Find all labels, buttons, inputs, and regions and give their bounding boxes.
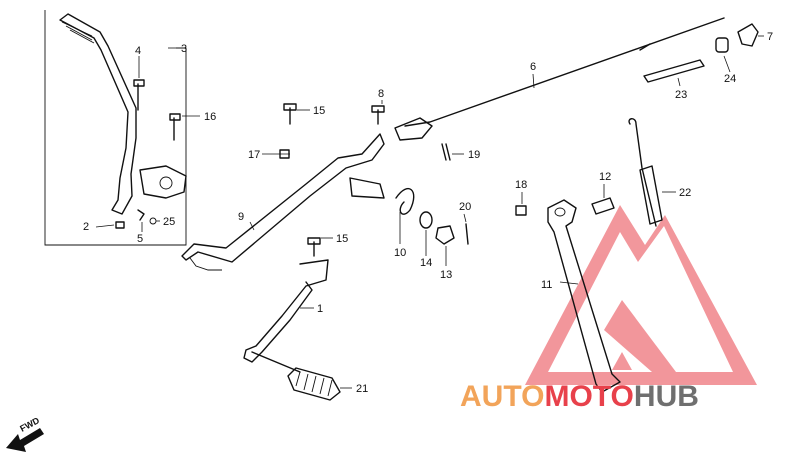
callout-15-lower: 15 (336, 233, 348, 245)
callout-24: 24 (724, 73, 736, 85)
callout-labels: 3 4 16 2 5 25 6 7 24 23 8 15 17 19 9 18 … (83, 31, 773, 395)
callout-22: 22 (679, 187, 691, 199)
forward-arrow-icon (6, 428, 44, 452)
callout-17: 17 (248, 149, 260, 161)
callout-3: 3 (181, 43, 187, 55)
leader-lines (95, 35, 764, 389)
callout-12: 12 (599, 171, 611, 183)
brake-rod (394, 17, 725, 141)
callout-10: 10 (394, 247, 406, 259)
nut-13 (435, 225, 455, 245)
footrest-rubber-21 (287, 367, 341, 401)
watermark-text: AUTOMOTOHUB (460, 380, 699, 413)
callout-4: 4 (135, 45, 141, 57)
watermark-logo-icon (525, 205, 757, 385)
bolt-4 (133, 79, 145, 111)
washer-25 (149, 217, 157, 225)
callout-18: 18 (515, 179, 527, 191)
callout-15-upper: 15 (313, 105, 325, 117)
footrest-bar (243, 259, 329, 373)
callout-1: 1 (317, 303, 323, 315)
collar-24 (715, 37, 729, 53)
bolt-15-upper (283, 103, 297, 125)
brake-pedal (181, 133, 385, 271)
watermark-word-hub: HUB (634, 380, 699, 413)
nut-18 (515, 205, 527, 216)
callout-21: 21 (356, 383, 368, 395)
spring-10 (395, 187, 415, 215)
callout-8: 8 (378, 88, 384, 100)
side-stand (547, 199, 621, 393)
callout-2: 2 (83, 221, 89, 233)
callout-19: 19 (468, 149, 480, 161)
nut-2 (115, 221, 125, 229)
cotter-pin-20 (465, 223, 469, 245)
callout-25: 25 (163, 216, 175, 228)
callout-13: 13 (440, 269, 452, 281)
kick-starter-group-frame (44, 10, 187, 246)
joint-7 (737, 23, 759, 47)
callout-16: 16 (204, 111, 216, 123)
cotter-pin-19 (441, 143, 451, 161)
bolt-15-lower (307, 237, 321, 257)
spring-23 (643, 59, 705, 83)
callout-6: 6 (530, 61, 536, 73)
callout-9: 9 (238, 211, 244, 223)
bolt-16 (169, 113, 181, 141)
spring-22 (628, 118, 663, 227)
callout-14: 14 (420, 257, 432, 269)
bolt-8 (371, 105, 385, 125)
callout-20: 20 (459, 201, 471, 213)
callout-11: 11 (541, 279, 552, 291)
clip-5 (137, 209, 145, 221)
watermark-word-auto: AUTO (460, 380, 544, 413)
callout-7: 7 (767, 31, 773, 43)
kick-starter-arm (59, 13, 187, 215)
watermark-word-moto: MOTO (544, 380, 633, 413)
callout-5: 5 (137, 233, 143, 245)
washer-14 (419, 211, 433, 229)
callout-23: 23 (675, 89, 687, 101)
bolt-12 (591, 197, 615, 215)
